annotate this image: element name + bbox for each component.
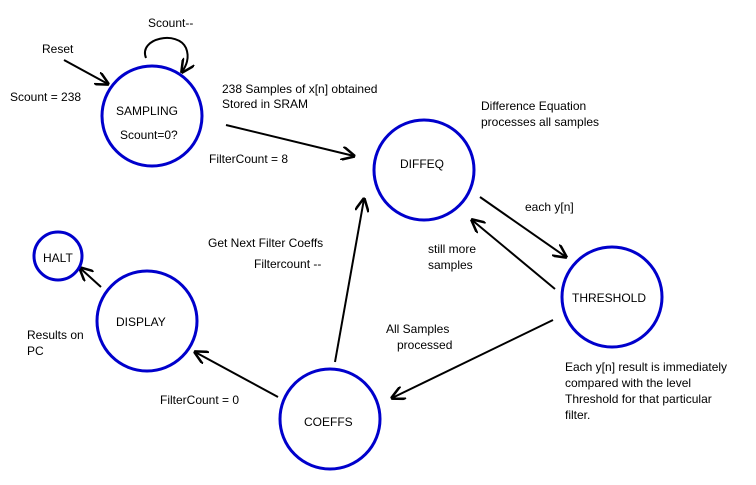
scount-decrement-self-loop-arrow [143, 36, 188, 72]
samples-obtained-label-line1: 238 Samples of x[n] obtained [222, 82, 377, 96]
state-coeffs-label: COEFFS [304, 415, 353, 429]
threshold-to-diffeq-arrow [472, 220, 556, 290]
state-display: DISPLAY [95, 269, 199, 373]
state-sampling: SAMPLING Scount=0? [100, 64, 204, 168]
state-halt-label: HALT [43, 251, 73, 265]
sampling-to-diffeq-arrow [225, 124, 354, 156]
diffeq-description-line2: processes all samples [481, 115, 599, 129]
display-to-halt-arrow [80, 268, 102, 288]
threshold-note-line2: compared with the level [565, 376, 691, 390]
still-more-samples-label-line1: still more [428, 242, 476, 256]
scount-init-label: Scount = 238 [10, 90, 81, 104]
all-samples-processed-label-line1: All Samples [386, 322, 449, 336]
state-halt: HALT [32, 230, 84, 282]
state-diffeq: DIFFEQ [372, 118, 476, 222]
state-threshold-label: THRESHOLD [572, 291, 646, 305]
state-sampling-label: SAMPLING [116, 104, 178, 118]
samples-obtained-label-line2: Stored in SRAM [222, 97, 308, 111]
diffeq-description-line1: Difference Equation [481, 99, 586, 113]
state-threshold: THRESHOLD [560, 245, 664, 349]
state-sampling-condition: Scount=0? [120, 128, 178, 142]
threshold-note-line1: Each y[n] result is immediately [565, 360, 727, 374]
state-display-label: DISPLAY [116, 315, 166, 329]
filtercount-zero-label: FilterCount = 0 [160, 393, 239, 407]
all-samples-processed-label-line2: processed [397, 338, 452, 352]
state-diffeq-label: DIFFEQ [400, 157, 444, 171]
diffeq-to-threshold-arrow [479, 196, 566, 257]
filtercount-init-label: FilterCount = 8 [209, 152, 288, 166]
still-more-samples-label-line2: samples [428, 258, 473, 272]
state-coeffs: COEFFS [278, 367, 382, 471]
scount-decrement-label: Scount-- [148, 16, 193, 30]
next-coeffs-label-line2: Filtercount -- [254, 257, 321, 271]
coeffs-to-display-arrow [195, 352, 279, 398]
coeffs-to-diffeq-arrow [334, 199, 364, 363]
results-on-pc-label-line1: Results on [27, 328, 84, 342]
reset-arrow [63, 59, 108, 84]
threshold-note-line4: filter. [565, 408, 590, 422]
each-yn-label: each y[n] [525, 200, 574, 214]
threshold-note-line3: Threshold for that particular [565, 392, 712, 406]
results-on-pc-label-line2: PC [27, 344, 44, 358]
next-coeffs-label-line1: Get Next Filter Coeffs [208, 236, 323, 250]
reset-label: Reset [42, 42, 74, 56]
threshold-to-coeffs-arrow [392, 319, 554, 398]
